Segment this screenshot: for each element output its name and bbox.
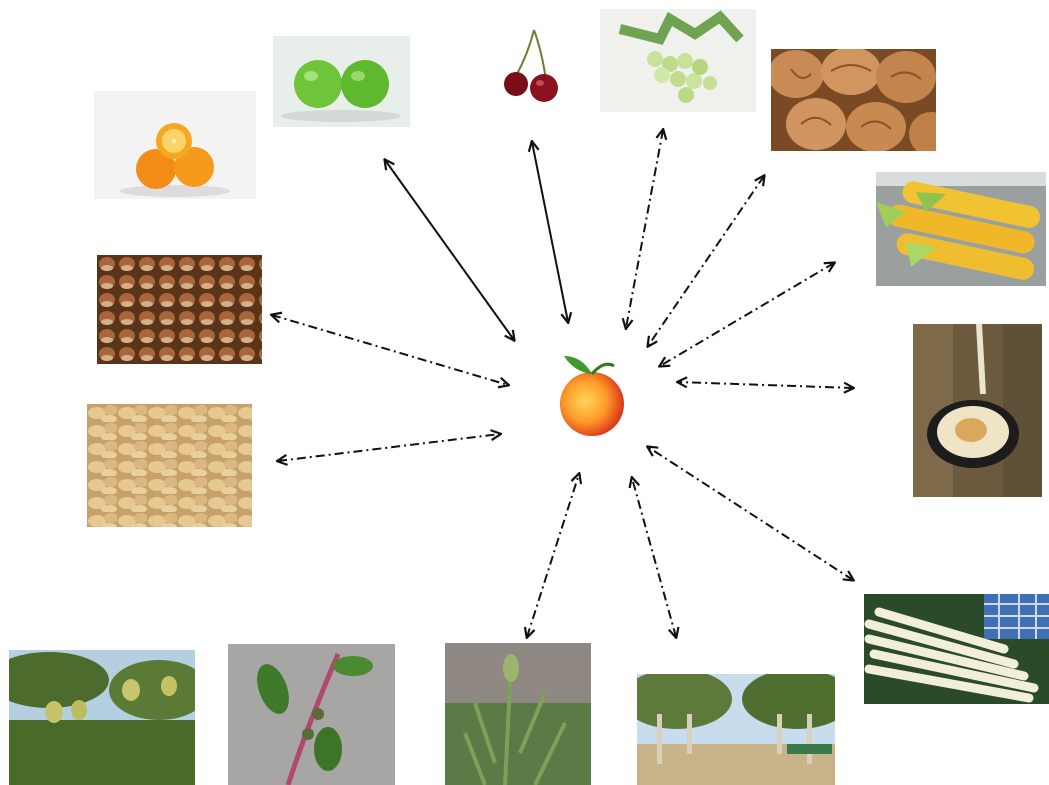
corn-icon [876, 172, 1046, 286]
grapes-icon [600, 9, 756, 112]
hazelnuts-icon [97, 255, 262, 364]
weed-icon [445, 643, 591, 785]
oranges-icon [94, 91, 256, 199]
plane-tree-icon [913, 324, 1042, 497]
walnuts-icon [771, 49, 936, 151]
peanuts-icon [87, 404, 252, 527]
pellitory-icon [228, 644, 395, 785]
cherries-icon [498, 24, 566, 108]
green-apples-icon [273, 36, 410, 127]
peach-icon [552, 350, 632, 444]
olives-icon [9, 650, 195, 785]
avenue-trees-icon [637, 674, 835, 785]
asparagus-icon [864, 594, 1049, 704]
